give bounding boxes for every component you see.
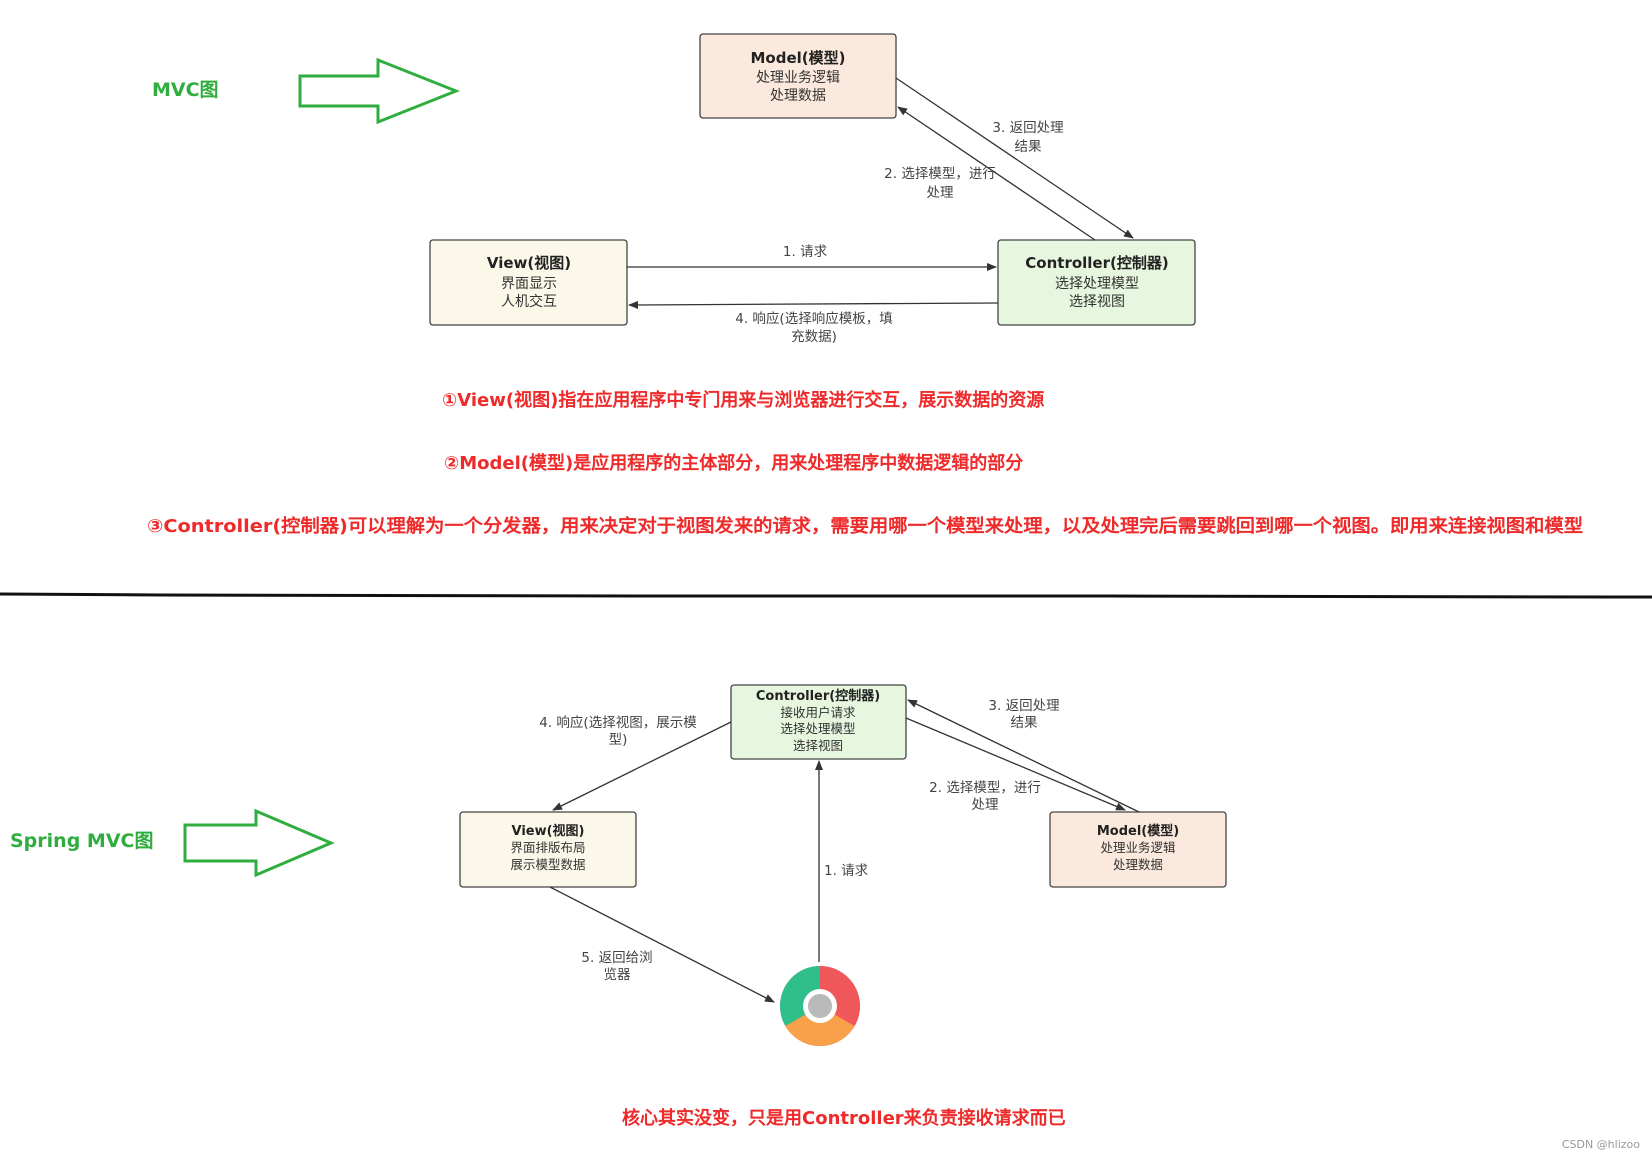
spring-select-model-label-1: 2. 选择模型，进行 bbox=[929, 780, 1041, 796]
mvc-select-model-label-1: 2. 选择模型，进行 bbox=[884, 166, 996, 182]
mvc-model-title: Model(模型) bbox=[751, 49, 846, 67]
spring-mvc-green-arrow-icon bbox=[183, 808, 335, 878]
mvc-model-line-2: 处理数据 bbox=[770, 88, 826, 104]
spring-return-result-label-2: 结果 bbox=[1011, 715, 1039, 731]
spring-controller-line-1: 接收用户请求 bbox=[780, 705, 856, 720]
mvc-note-controller: ③Controller(控制器)可以理解为一个分发器，用来决定对于视图发来的请求… bbox=[147, 515, 1583, 537]
mvc-controller-box: Controller(控制器) 选择处理模型 选择视图 bbox=[997, 239, 1196, 326]
spring-return-browser-label-1: 5. 返回给浏 bbox=[581, 950, 652, 966]
spring-select-model-arrow bbox=[905, 717, 1126, 811]
mvc-select-model-label-2: 处理 bbox=[927, 185, 955, 201]
spring-view-line-2: 展示模型数据 bbox=[510, 857, 585, 872]
spring-model-line-2: 处理数据 bbox=[1113, 857, 1163, 872]
spring-view-line-1: 界面排版布局 bbox=[510, 840, 585, 855]
spring-model-box: Model(模型) 处理业务逻辑 处理数据 bbox=[1049, 811, 1227, 888]
spring-response-label-1: 4. 响应(选择视图，展示模 bbox=[539, 714, 697, 731]
mvc-request-label: 1. 请求 bbox=[783, 244, 828, 260]
mvc-response-label-2: 充数据) bbox=[791, 329, 837, 345]
spring-return-browser-arrow bbox=[549, 886, 775, 1003]
mvc-controller-title: Controller(控制器) bbox=[1025, 254, 1168, 272]
mvc-model-line-1: 处理业务逻辑 bbox=[756, 70, 840, 86]
watermark: CSDN @hlizoo bbox=[1562, 1138, 1640, 1151]
mvc-view-line-2: 人机交互 bbox=[501, 293, 557, 310]
mvc-model-box: Model(模型) 处理业务逻辑 处理数据 bbox=[699, 33, 897, 119]
mvc-section-label: MVC图 bbox=[152, 79, 219, 101]
spring-model-title: Model(模型) bbox=[1097, 823, 1179, 839]
spring-return-result-arrow bbox=[907, 699, 1140, 813]
mvc-note-model: ②Model(模型)是应用程序的主体部分，用来处理程序中数据逻辑的部分 bbox=[444, 452, 1023, 474]
mvc-return-result-label-2: 结果 bbox=[1015, 139, 1043, 155]
spring-controller-title: Controller(控制器) bbox=[756, 688, 880, 704]
chrome-browser-icon bbox=[780, 966, 860, 1046]
spring-response-label-2: 型) bbox=[609, 732, 628, 748]
spring-controller-line-2: 选择处理模型 bbox=[780, 721, 855, 736]
section-divider bbox=[0, 592, 1652, 599]
spring-request-label: 1. 请求 bbox=[824, 863, 869, 879]
mvc-note-view: ①View(视图)指在应用程序中专门用来与浏览器进行交互，展示数据的资源 bbox=[442, 389, 1044, 411]
mvc-green-arrow-icon bbox=[298, 57, 461, 125]
spring-return-browser-label-2: 览器 bbox=[604, 967, 632, 983]
spring-summary-note: 核心其实没变，只是用Controller来负责接收请求而已 bbox=[622, 1107, 1066, 1129]
mvc-response-label-1: 4. 响应(选择响应模板，填 bbox=[735, 310, 892, 327]
mvc-controller-line-1: 选择处理模型 bbox=[1055, 276, 1139, 292]
mvc-view-box: View(视图) 界面显示 人机交互 bbox=[429, 239, 628, 326]
spring-view-box: View(视图) 界面排版布局 展示模型数据 bbox=[459, 811, 637, 888]
mvc-return-result-arrow bbox=[895, 77, 1134, 239]
mvc-view-title: View(视图) bbox=[487, 254, 571, 272]
mvc-response-arrow bbox=[628, 300, 999, 309]
spring-mvc-section-label: Spring MVC图 bbox=[10, 830, 153, 852]
mvc-controller-line-2: 选择视图 bbox=[1069, 294, 1125, 310]
spring-controller-box: Controller(控制器) 接收用户请求 选择处理模型 选择视图 bbox=[730, 684, 907, 760]
spring-response-arrow bbox=[552, 721, 732, 811]
spring-return-result-label-1: 3. 返回处理 bbox=[988, 698, 1060, 714]
mvc-select-model-arrow bbox=[897, 106, 1096, 241]
spring-view-title: View(视图) bbox=[512, 823, 585, 839]
spring-model-line-1: 处理业务逻辑 bbox=[1100, 840, 1175, 855]
spring-select-model-label-2: 处理 bbox=[972, 797, 1000, 813]
mvc-view-line-1: 界面显示 bbox=[501, 276, 557, 292]
spring-controller-line-3: 选择视图 bbox=[793, 738, 843, 753]
mvc-return-result-label-1: 3. 返回处理 bbox=[992, 120, 1064, 136]
